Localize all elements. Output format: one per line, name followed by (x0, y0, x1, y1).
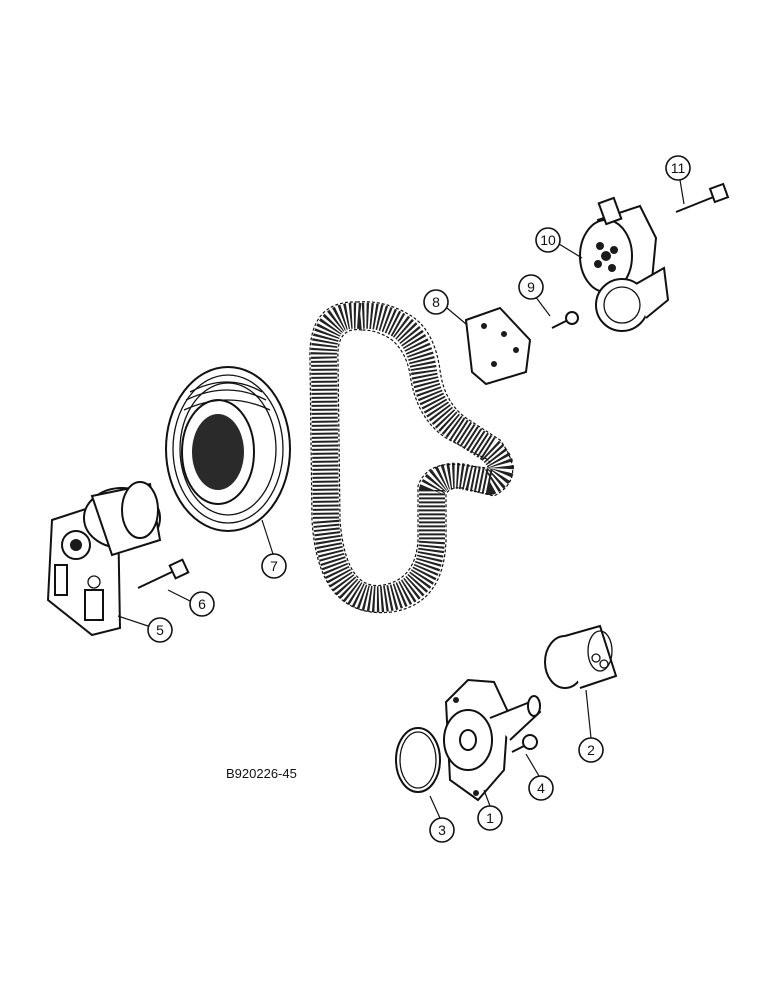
drive-belt-part (309, 301, 514, 614)
water-pump-part (443, 678, 542, 802)
bolt-11-part (675, 182, 730, 213)
callout-8: 8 (423, 289, 449, 315)
callout-1: 1 (477, 805, 503, 831)
pulley-part (165, 366, 291, 532)
callout-10-label: 10 (540, 232, 556, 248)
callout-6-label: 6 (198, 596, 206, 612)
leader-lines (117, 179, 685, 819)
callout-4: 4 (528, 775, 554, 801)
callout-2: 2 (578, 737, 604, 763)
callout-2-label: 2 (587, 742, 595, 758)
callout-10: 10 (535, 227, 561, 253)
reference-code: B920226-45 (226, 766, 297, 781)
callout-3-label: 3 (438, 822, 446, 838)
bolt-4-part (511, 734, 538, 753)
bracket-plate-part (464, 306, 532, 386)
o-ring-part (395, 727, 441, 793)
tensioner-pulley-part (579, 196, 670, 332)
callout-9: 9 (518, 274, 544, 300)
callout-7-label: 7 (270, 558, 278, 574)
callout-8-label: 8 (432, 294, 440, 310)
tensioner-housing-part (46, 481, 162, 637)
screw-9-part (551, 311, 579, 329)
sleeve-part (544, 624, 618, 689)
callout-11: 11 (665, 155, 691, 181)
callout-5: 5 (147, 617, 173, 643)
callout-1-label: 1 (486, 810, 494, 826)
callout-11-label: 11 (671, 160, 686, 176)
callout-4-label: 4 (537, 780, 545, 796)
callout-7: 7 (261, 553, 287, 579)
bolt-6-part (137, 558, 190, 589)
callout-3: 3 (429, 817, 455, 843)
callout-9-label: 9 (527, 279, 535, 295)
callout-6: 6 (189, 591, 215, 617)
callout-5-label: 5 (156, 622, 164, 638)
